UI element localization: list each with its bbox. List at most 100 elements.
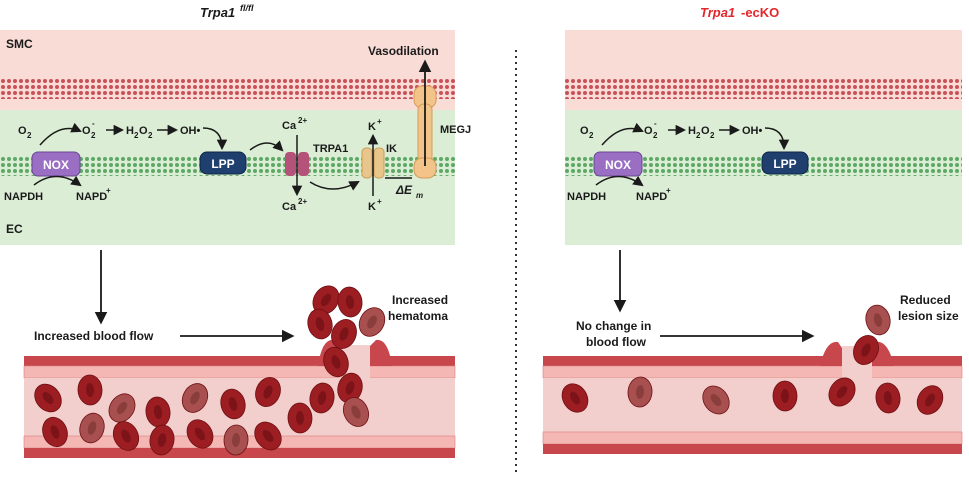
red-blood-cell-center <box>153 405 163 419</box>
red-blood-cell-center <box>883 391 893 405</box>
red-blood-cell-center <box>861 343 871 357</box>
right-result-line2: lesion size <box>898 309 959 323</box>
red-blood-cell-center <box>569 391 581 405</box>
ik-label: IK <box>386 143 397 155</box>
red-blood-cell-center <box>345 381 355 395</box>
lpp-to-trpa1-arrow <box>249 140 284 152</box>
svg-text:2: 2 <box>653 131 658 140</box>
right-o2-label: O <box>580 125 589 137</box>
svg-text:NOX: NOX <box>43 158 69 172</box>
red-blood-cell-center <box>262 430 274 442</box>
right-lpp-protein: LPP <box>761 151 809 175</box>
left-pathway: O 2 O 2 - H 2 O 2 OH• <box>18 119 228 151</box>
svg-text:m: m <box>416 191 423 200</box>
red-blood-cell-center <box>345 295 355 309</box>
svg-text:+: + <box>666 186 671 195</box>
nox-enzyme: NOX <box>31 151 81 177</box>
left-result-line2: hematoma <box>388 309 448 323</box>
svg-text:2: 2 <box>148 131 153 140</box>
napdh-to-napd-arrow <box>33 175 82 187</box>
svg-text:2: 2 <box>91 131 96 140</box>
right-smc-membrane <box>565 79 962 99</box>
right-flow-line1: No change in <box>576 319 651 333</box>
ca-to-ik-arrow <box>309 181 360 191</box>
red-blood-cell-center <box>121 429 131 443</box>
red-blood-cell-center <box>780 389 790 403</box>
napdh-label: NAPDH <box>4 191 43 203</box>
svg-text:+: + <box>106 186 111 195</box>
trpa1-channel <box>285 152 309 176</box>
svg-text:2: 2 <box>134 131 139 140</box>
svg-text:2: 2 <box>696 131 701 140</box>
right-pathway: O 2 O 2 - H 2 O 2 OH• <box>580 119 790 151</box>
o2-label: O <box>18 125 27 137</box>
megj-label: MEGJ <box>440 124 471 136</box>
o2-to-superoxide-arrow <box>39 122 82 146</box>
svg-text:O: O <box>139 125 148 137</box>
left-result-line1: Increased <box>392 293 448 307</box>
red-blood-cell-center <box>263 385 273 399</box>
red-blood-cells <box>34 285 944 456</box>
svg-text:2: 2 <box>710 131 715 140</box>
red-blood-cell-center <box>157 433 167 447</box>
svg-text:H: H <box>688 125 696 137</box>
ca-bottom-label: Ca <box>282 201 297 213</box>
right-flow-line2: blood flow <box>586 335 647 349</box>
svg-text:2+: 2+ <box>298 197 307 206</box>
hydroxyl-label: OH• <box>180 125 201 137</box>
ec-label: EC <box>6 222 23 236</box>
svg-text:OH•: OH• <box>742 125 763 137</box>
red-blood-cell-center <box>194 427 206 441</box>
napd-label: NAPD <box>76 191 107 203</box>
right-cell-layers <box>565 30 962 245</box>
svg-text:NOX: NOX <box>605 158 631 172</box>
lpp-protein: LPP <box>199 151 247 175</box>
left-flow-label: Increased blood flow <box>34 329 154 343</box>
red-blood-cell-center <box>635 385 645 399</box>
trpa1-label: TRPA1 <box>313 143 348 155</box>
red-blood-cell-center <box>339 327 349 341</box>
superoxide-label: O <box>82 125 91 137</box>
right-napd-label: NAPD <box>636 191 667 203</box>
red-blood-cell-center <box>228 397 238 411</box>
red-blood-cell-center <box>331 355 341 369</box>
svg-text:+: + <box>377 197 382 206</box>
right-nox-enzyme: NOX <box>593 151 643 177</box>
svg-text:2+: 2+ <box>298 116 307 125</box>
right-napdh-arrow <box>595 175 644 187</box>
svg-text:-ecKO: -ecKO <box>741 5 779 20</box>
red-blood-cell-center <box>231 433 241 447</box>
svg-text:-: - <box>92 119 95 128</box>
red-blood-cell-center <box>116 401 128 415</box>
k-bottom-label: K <box>368 201 376 213</box>
svg-text:Trpa1: Trpa1 <box>200 5 235 20</box>
svg-text:O: O <box>701 125 710 137</box>
right-title: Trpa1 -ecKO <box>700 5 779 20</box>
ik-channel <box>361 147 385 179</box>
delta-em-label: ΔE <box>395 183 413 197</box>
right-result-line1: Reduced <box>900 293 951 307</box>
ca-top-label: Ca <box>282 120 297 132</box>
vasodilation-label: Vasodilation <box>368 44 439 58</box>
svg-text:2: 2 <box>589 131 594 140</box>
svg-text:LPP: LPP <box>773 157 796 171</box>
red-blood-cell-center <box>710 393 722 407</box>
smc-label: SMC <box>6 37 33 51</box>
red-blood-cell-center <box>351 405 361 419</box>
svg-text:fl/fl: fl/fl <box>240 3 254 13</box>
svg-text:Trpa1: Trpa1 <box>700 5 735 20</box>
red-blood-cell-center <box>85 383 95 397</box>
k-top-label: K <box>368 121 376 133</box>
svg-text:-: - <box>654 119 657 128</box>
svg-text:O: O <box>644 125 653 137</box>
red-blood-cell-center <box>317 391 327 405</box>
red-blood-cell-center <box>42 392 54 404</box>
h2o2-label: H <box>126 125 134 137</box>
red-blood-cell-center <box>873 313 883 327</box>
smc-membrane <box>0 79 455 99</box>
right-napdh-label: NAPDH <box>567 191 606 203</box>
left-cell-layers <box>0 30 455 245</box>
red-blood-cell-center <box>925 393 935 407</box>
